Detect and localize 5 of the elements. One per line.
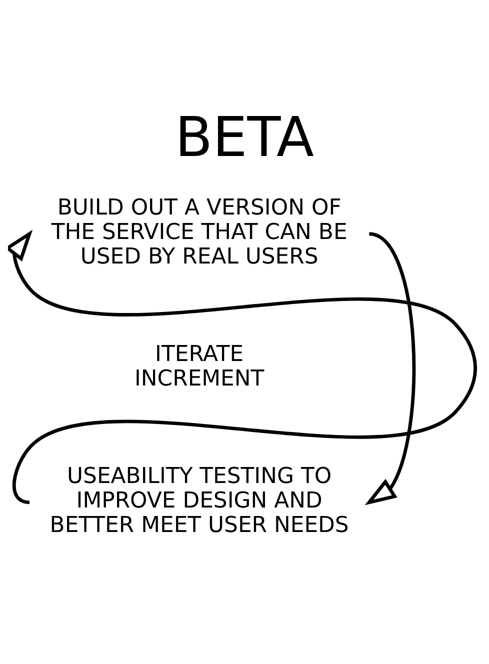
- node-text: USEABILITY TESTING TO IMPROVE DESIGN AND BETTER MEET USER NEEDS: [50, 463, 349, 538]
- node-text: ITERATE INCREMENT: [134, 341, 264, 392]
- arrow: [364, 232, 416, 505]
- node-text: BUILD OUT A VERSION OF THE SERVICE THAT CAN BE USED BY REAL USERS: [51, 194, 348, 270]
- diagram-title: BETA: [175, 104, 314, 168]
